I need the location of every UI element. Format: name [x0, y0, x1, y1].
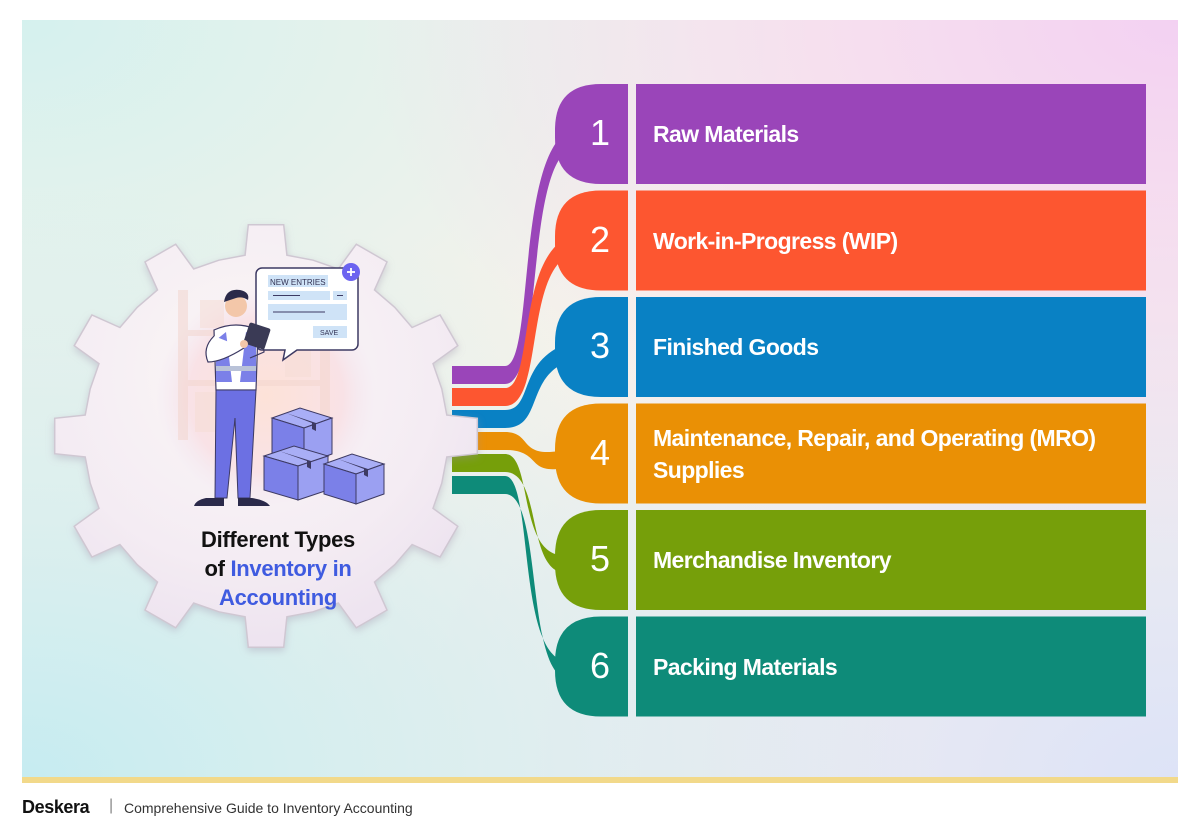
- title-line-2-prefix: of: [204, 556, 231, 581]
- card-save-button: SAVE: [320, 330, 338, 337]
- title-line-3: Accounting: [219, 585, 337, 610]
- step-label-1: Raw Materials: [653, 121, 799, 147]
- step-number-box-3: [555, 297, 628, 397]
- step-label-box-5: [636, 510, 1146, 610]
- step-number-box-4: [555, 403, 628, 504]
- step-label-6: Packing Materials: [653, 653, 838, 680]
- step-number-4: 4: [589, 431, 611, 473]
- connector-1: [452, 128, 575, 384]
- step-label-2: Work-in-Progress (WIP): [653, 227, 898, 254]
- step-label-box-3: [636, 297, 1146, 397]
- card-header-text: NEW ENTRIES: [270, 278, 326, 287]
- title-line-2-highlight: Inventory in: [230, 556, 352, 581]
- step-label-box-1: [636, 84, 1146, 184]
- step-number-box-2: [555, 190, 628, 291]
- step-number-box-6: [555, 616, 628, 717]
- deskera-logo: Deskera: [22, 797, 90, 817]
- connector-3: [452, 341, 575, 428]
- footer-stripe: [22, 777, 1178, 783]
- connector-4: [452, 432, 575, 470]
- title-line-1: Different Types: [200, 527, 355, 552]
- step-number-6: 6: [589, 644, 611, 686]
- step-label-box-6: [636, 616, 1146, 717]
- step-number-box-5: [555, 510, 628, 610]
- worker-figure: [194, 289, 271, 506]
- footer-caption: Comprehensive Guide to Inventory Account…: [124, 800, 413, 816]
- step-label-3: Finished Goods: [653, 334, 819, 360]
- title-line-2: of Inventory in: [158, 554, 398, 583]
- step-number-box-1: [555, 84, 628, 184]
- step-number-1: 1: [589, 112, 611, 153]
- step-number-2: 2: [589, 218, 611, 260]
- step-label-box-4: [636, 403, 1146, 504]
- boxes-graphic: [262, 407, 386, 505]
- step-label-box-2: [636, 190, 1146, 291]
- step-number-5: 5: [589, 538, 611, 579]
- step-label-5: Merchandise Inventory: [653, 547, 892, 573]
- diagram-title: Different Types of Inventory in Accounti…: [158, 525, 398, 612]
- step-label-4: Maintenance, Repair, and Operating (MRO)…: [653, 424, 1096, 483]
- footer-separator: |: [109, 797, 114, 814]
- new-entries-card: NEW ENTRIES SAVE: [255, 263, 360, 362]
- band-layer: [555, 84, 1146, 717]
- worker-illustration: NEW ENTRIES SAVE: [178, 263, 386, 506]
- connector-2: [452, 234, 575, 406]
- connector-layer: [452, 128, 575, 680]
- step-number-3: 3: [589, 325, 611, 366]
